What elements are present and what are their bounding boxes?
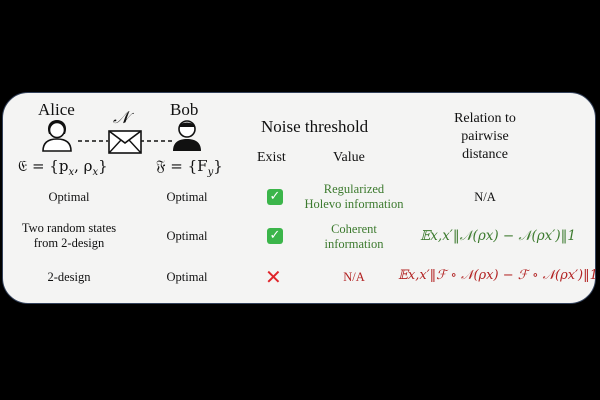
row3-alice: 2-design [47,270,91,284]
exist-header: Exist [257,150,286,165]
row3-bob: Optimal [166,270,208,284]
row2-relation: 𝔼x,x′‖𝒩(ρx) − 𝒩(ρx′)‖1 [420,228,576,244]
envelope-icon [108,130,142,154]
alice-person-icon [42,120,72,152]
row2-bob: Optimal [166,229,208,243]
row1-alice: Optimal [48,190,90,204]
row1-bob: Optimal [166,190,208,204]
value-header: Value [333,150,365,165]
alice-ensemble: 𝔈 = {px, ρx} [18,157,108,178]
row1-relation: N/A [474,190,496,204]
bob-label: Bob [170,100,199,119]
alice-label: Alice [38,100,75,119]
channel-dashed-line [78,140,172,142]
table-panel [2,92,596,304]
row3-relation: 𝔼x,x′‖ℱ ∘ 𝒩(ρx) − ℱ ∘ 𝒩(ρx′)‖1 [398,268,598,283]
noise-threshold-header: Noise threshold [261,117,369,136]
row1-check-icon: ✓ [267,189,283,205]
row3-value: N/A [343,270,365,284]
bob-measurement: 𝔉 = {Fy} [156,157,223,178]
row2-check-icon: ✓ [267,228,283,244]
row3-cross-icon: ✕ [265,265,282,289]
bob-person-icon [173,120,201,151]
channel-symbol: 𝒩 [113,108,130,128]
